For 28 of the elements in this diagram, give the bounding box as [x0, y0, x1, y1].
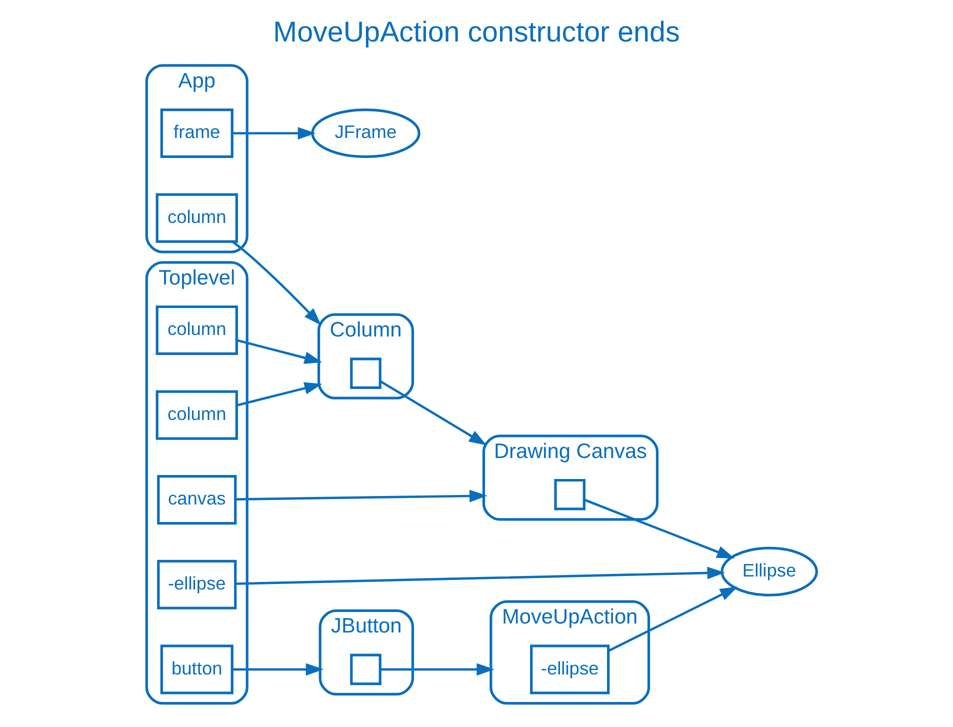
arrow [380, 380, 487, 446]
arrow [608, 586, 738, 652]
node-ellipse: Ellipse [720, 546, 818, 596]
diagram-title: MoveUpAction constructor ends [273, 16, 680, 48]
node-box: -ellipse [157, 560, 237, 610]
node-box: frame [160, 108, 234, 158]
cluster: JButton [318, 609, 414, 696]
node-box: canvas [157, 475, 237, 525]
node-box: column [156, 193, 238, 243]
cluster: Column [317, 313, 414, 400]
node-box [554, 478, 586, 510]
arrow [232, 127, 316, 140]
arrow [236, 382, 322, 406]
arrow [232, 663, 324, 676]
arrow [232, 240, 322, 326]
node-box: -ellipse [530, 644, 610, 694]
node-box: column [156, 305, 238, 356]
node-box [350, 358, 382, 389]
node-box: column [156, 390, 238, 440]
arrow [235, 490, 488, 502]
node-box [350, 654, 382, 686]
cluster: Drawing Canvas [482, 434, 659, 521]
arrow [380, 663, 494, 676]
arrow [236, 339, 322, 364]
arrow [236, 566, 726, 585]
node-box: button [160, 644, 234, 694]
arrow [584, 498, 735, 559]
node-ellipse: JFrame [311, 108, 420, 158]
